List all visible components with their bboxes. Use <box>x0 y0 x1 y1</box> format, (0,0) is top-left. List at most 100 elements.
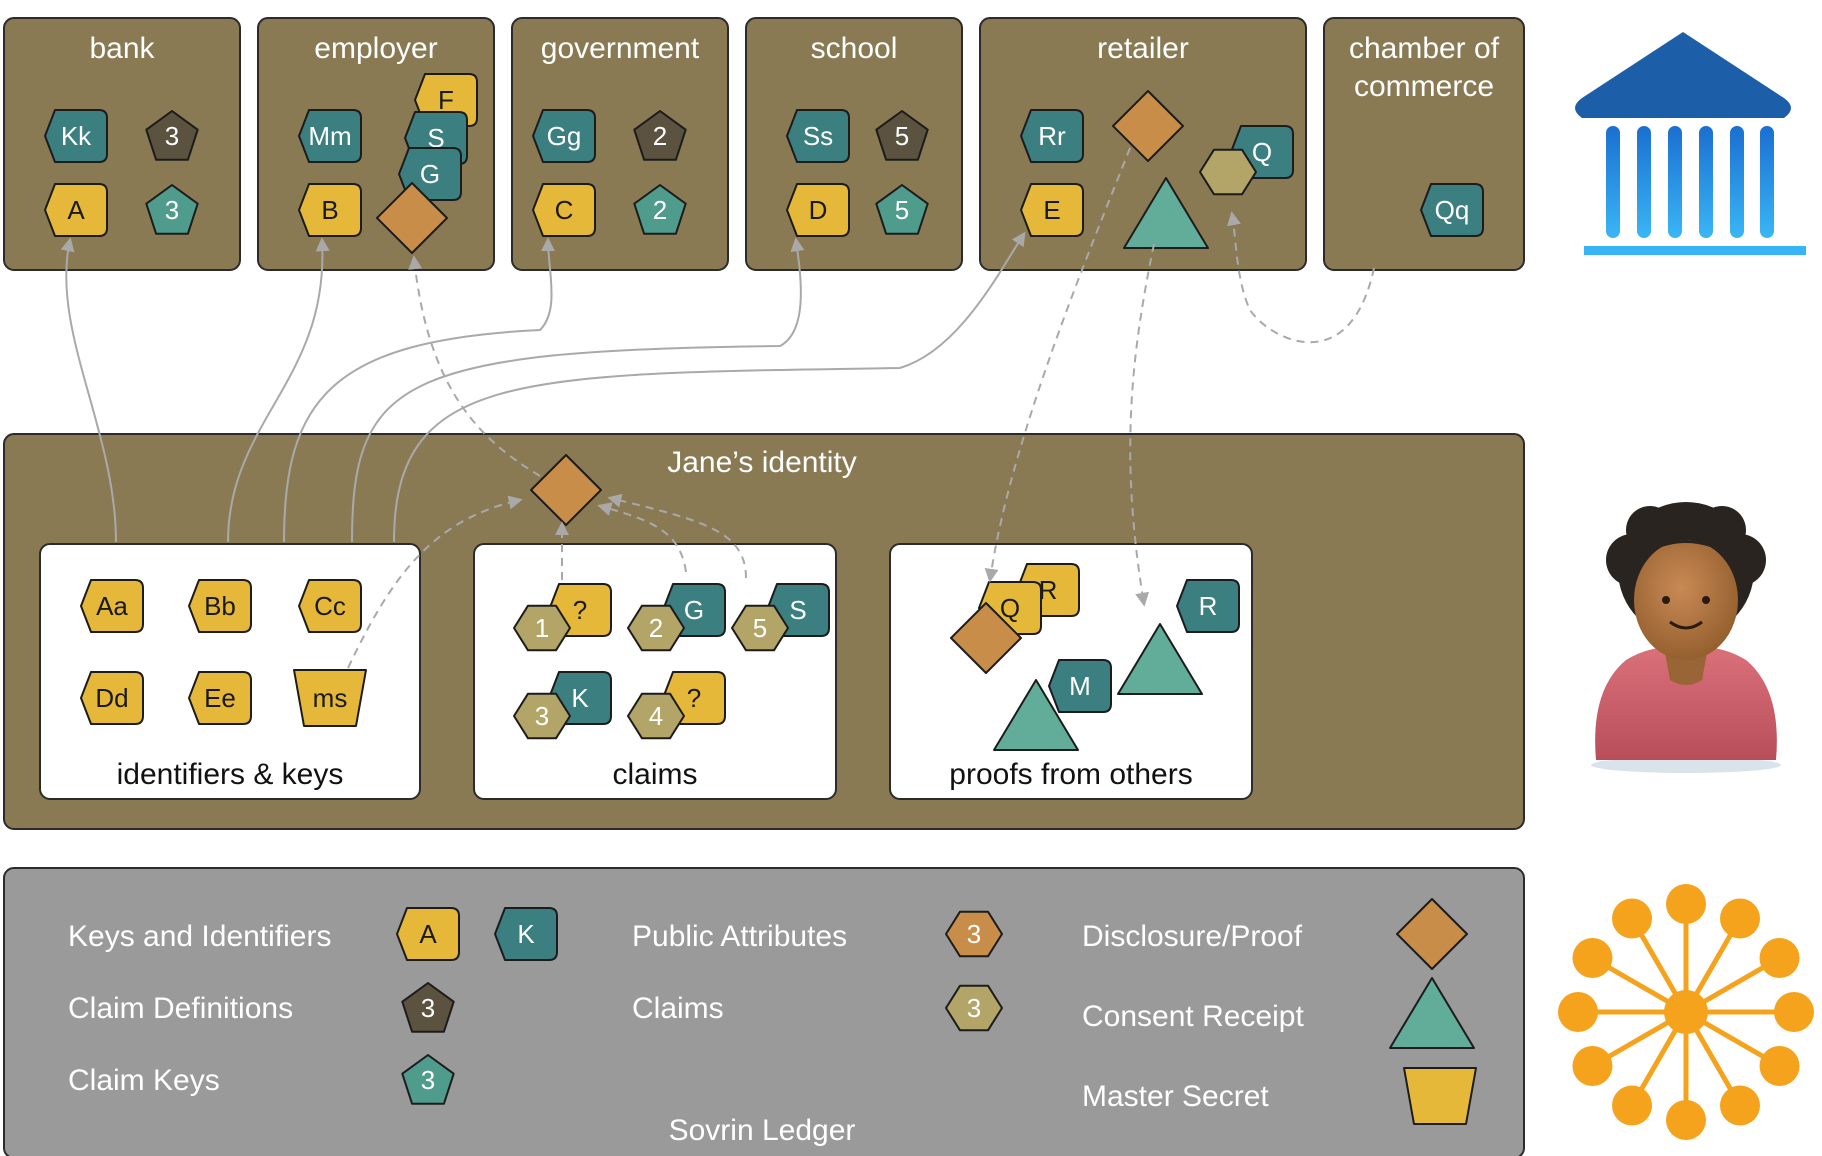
badge-label: A <box>67 195 85 225</box>
connector-line-dashed <box>1129 243 1155 607</box>
person-icon <box>1591 502 1781 773</box>
badge-label: F <box>438 85 454 115</box>
badge-label: G <box>420 159 440 189</box>
claim-hexagon: 2 <box>627 604 685 652</box>
claim-hexagon: 3 <box>513 692 571 740</box>
badge-label: Qq <box>1435 195 1470 225</box>
pentagon-badge: 5 <box>875 184 929 235</box>
badge-label: 5 <box>895 195 909 225</box>
ledger-title: Sovrin Ledger <box>669 1114 856 1147</box>
claim-pair: ?1 <box>513 583 612 652</box>
badge-label: S <box>789 595 806 625</box>
badge-label: R <box>1199 591 1218 621</box>
hexagon-badge <box>1199 148 1257 196</box>
connector-line-dashed <box>607 493 747 579</box>
connector-line-dashed <box>597 502 687 573</box>
key-badge: Cc <box>298 579 362 633</box>
ledger-legend: Sovrin Ledger <box>3 867 1525 1156</box>
key-badge: K <box>494 907 558 961</box>
legend-entry: Claim Definitions 3 <box>68 982 455 1033</box>
claim-pair: S5 <box>731 583 830 652</box>
pentagon-badge: 2 <box>633 184 687 235</box>
key-badge: A <box>44 183 108 237</box>
panel-caption: identifiers & keys <box>117 758 344 791</box>
badge-label: Gg <box>547 121 582 151</box>
badge-label: 3 <box>165 121 179 151</box>
legend-label: Keys and Identifiers <box>68 920 331 953</box>
network-icon <box>1558 884 1814 1140</box>
org-label: commerce <box>1354 70 1494 103</box>
badge-label: 3 <box>421 993 435 1023</box>
badge-label: Kk <box>61 121 92 151</box>
claim-hexagon: 4 <box>627 692 685 740</box>
diamond-icon <box>1112 90 1184 162</box>
connector-line <box>227 237 330 543</box>
key-badge: Ss <box>786 109 850 163</box>
badge-label: 3 <box>967 993 981 1023</box>
claim-hexagon: 1 <box>513 604 571 652</box>
org-label: employer <box>314 32 437 65</box>
badge-label: ? <box>687 683 701 713</box>
badge-label: R <box>1039 575 1058 605</box>
claim-pair: ?4 <box>627 671 726 740</box>
key-badge: Bb <box>188 579 252 633</box>
claim-hexagon: 5 <box>731 604 789 652</box>
key-badge: Qq <box>1420 183 1484 237</box>
badge-label: M <box>1069 671 1091 701</box>
badge-label: E <box>1043 195 1060 225</box>
badge-label: ms <box>313 683 348 713</box>
badge-label: Ss <box>803 121 833 151</box>
key-badge: E <box>1020 183 1084 237</box>
panel-caption: proofs from others <box>949 758 1192 791</box>
badge-label: C <box>555 195 574 225</box>
connector-line <box>351 237 805 543</box>
legend-label: Claim Definitions <box>68 992 293 1025</box>
badge-label: 2 <box>653 121 667 151</box>
legend-label: Public Attributes <box>632 920 847 953</box>
badge-label: Cc <box>314 591 346 621</box>
legend-entry: Master Secret <box>1082 1067 1477 1125</box>
badge-label: Q <box>1000 593 1020 623</box>
institution-icon <box>1575 32 1806 255</box>
key-badge: R <box>1176 579 1240 633</box>
badge-label: Rr <box>1038 121 1066 151</box>
legend-label: Claims <box>632 992 724 1025</box>
connector-line-dashed <box>1227 211 1375 344</box>
pentagon-badge: 2 <box>633 110 687 161</box>
trapezoid-icon: ms <box>293 669 367 727</box>
legend-entry: Public Attributes 3 <box>632 910 1003 958</box>
badge-label: 4 <box>649 701 663 731</box>
badge-label: ? <box>573 595 587 625</box>
key-badge: Ee <box>188 671 252 725</box>
legend-label: Master Secret <box>1082 1080 1269 1113</box>
badge-label: G <box>684 595 704 625</box>
pentagon-badge: 3 <box>401 982 455 1033</box>
key-badge: Rr <box>1020 109 1084 163</box>
hexagon-badge: 3 <box>945 984 1003 1032</box>
key-badge: Kk <box>44 109 108 163</box>
badge-label: 3 <box>535 701 549 731</box>
badge-label: Q <box>1252 137 1272 167</box>
connector-line-dashed <box>984 147 1131 583</box>
badge-label: 5 <box>895 121 909 151</box>
claim-pair: K3 <box>513 671 612 740</box>
legend-label: Disclosure/Proof <box>1082 920 1303 953</box>
pentagon-badge: 3 <box>145 184 199 235</box>
triangle-icon <box>1117 623 1203 695</box>
badge-label: Ee <box>204 683 236 713</box>
diamond-icon <box>950 602 1022 674</box>
badge-label: 5 <box>753 613 767 643</box>
key-badge: C <box>532 183 596 237</box>
key-badge: Gg <box>532 109 596 163</box>
hexagon-badge: 3 <box>945 910 1003 958</box>
legend-label: Consent Receipt <box>1082 1000 1304 1033</box>
badge-label: 2 <box>653 195 667 225</box>
